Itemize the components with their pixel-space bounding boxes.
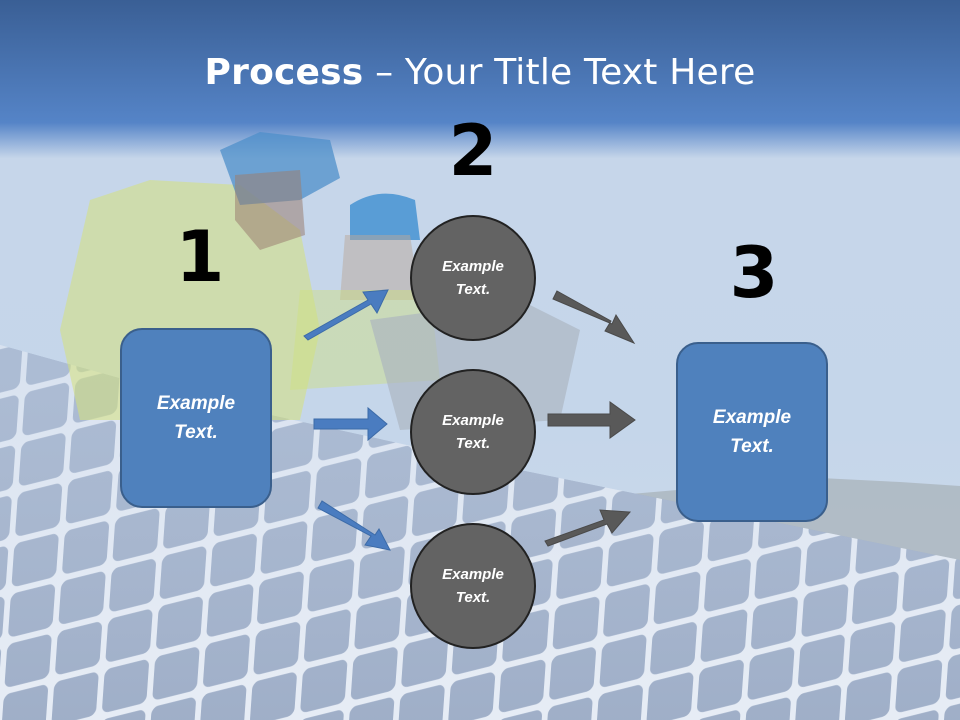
gray-arrow-right xyxy=(547,401,636,439)
circle-top-text: Example Text. xyxy=(442,258,504,298)
left-box: Example Text. xyxy=(120,328,272,508)
gray-arrow-down xyxy=(552,290,636,345)
step-number-1: 1 xyxy=(175,216,225,298)
circle-middle: Example Text. xyxy=(410,369,536,495)
circle-middle-text: Example Text. xyxy=(442,412,504,452)
circle-top: Example Text. xyxy=(410,215,536,341)
right-box: Example Text. xyxy=(676,342,828,522)
blue-arrow-up xyxy=(303,289,389,341)
gray-arrow-up xyxy=(544,509,632,547)
circle-bottom-text: Example Text. xyxy=(442,566,504,606)
blue-arrow-right xyxy=(313,406,388,442)
circle-bottom: Example Text. xyxy=(410,523,536,649)
step-number-2: 2 xyxy=(448,110,498,192)
left-box-text: Example Text. xyxy=(156,393,236,443)
right-box-text: Example Text. xyxy=(712,407,792,457)
blue-arrow-down xyxy=(317,500,391,551)
title-rest: – Your Title Text Here xyxy=(363,52,756,93)
slide-title: Process – Your Title Text Here xyxy=(0,52,960,93)
title-bold: Process xyxy=(204,52,364,93)
step-number-3: 3 xyxy=(729,232,779,314)
